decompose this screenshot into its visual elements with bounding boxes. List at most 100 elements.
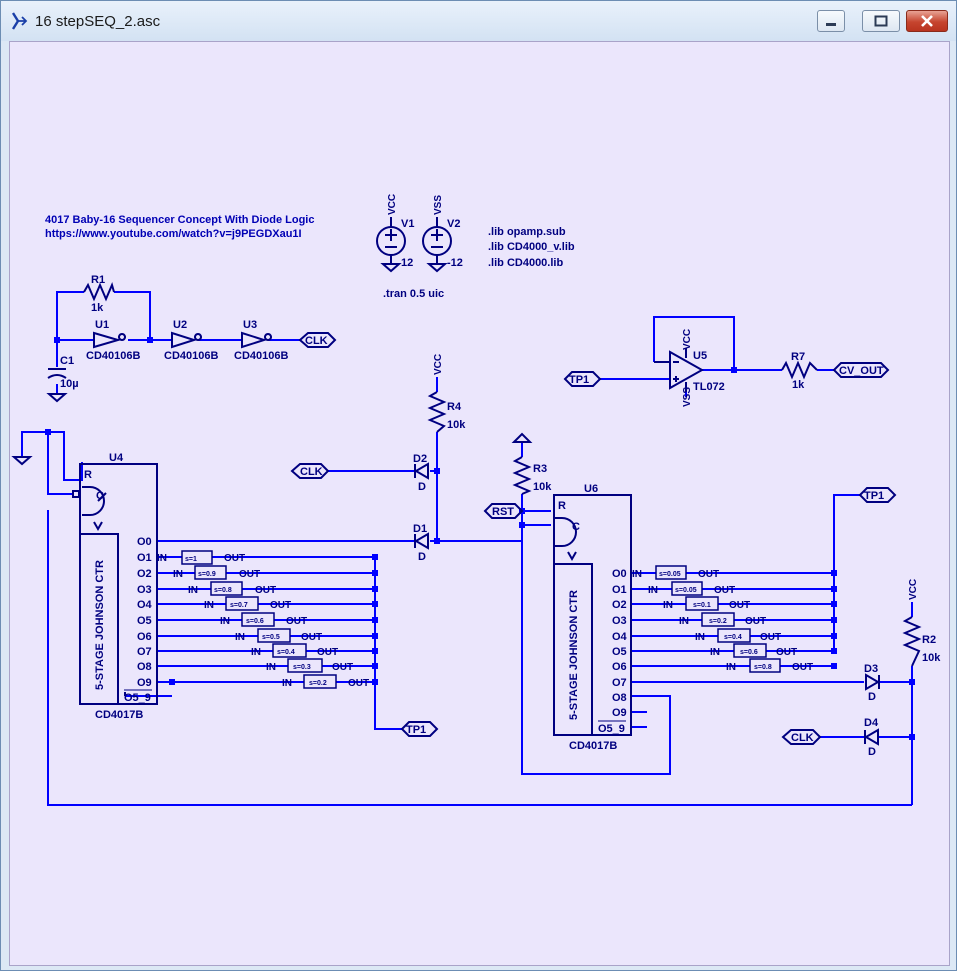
svg-text:IN: IN [632, 569, 642, 580]
ground-symbol-u4[interactable] [11, 456, 33, 466]
svg-text:IN: IN [266, 662, 276, 673]
svg-text:TP1: TP1 [864, 490, 884, 502]
voltage-source-v2[interactable] [422, 217, 452, 273]
maximize-button[interactable] [862, 10, 900, 32]
svg-text:s=0.8: s=0.8 [754, 664, 772, 671]
inverter-u3[interactable] [241, 331, 272, 349]
svg-text:s=0.4: s=0.4 [277, 649, 295, 656]
close-icon [921, 15, 933, 27]
svg-text:IN: IN [726, 662, 736, 673]
d2-ref: D2 [413, 453, 427, 465]
note-url[interactable]: https://www.youtube.com/watch?v=j9PEGDXa… [45, 228, 302, 240]
svg-text:s=0.6: s=0.6 [246, 618, 264, 625]
u1-part: CD40106B [86, 350, 140, 362]
r4-ref: R4 [447, 401, 462, 413]
d4-part: D [868, 746, 876, 758]
v2-net-label: VSS [433, 195, 444, 215]
schematic: 4017 Baby-16 Sequencer Concept With Diod… [11, 194, 941, 806]
net-flag-clk-d2[interactable]: CLK [290, 463, 330, 479]
svg-text:s=0.1: s=0.1 [693, 602, 711, 609]
voltage-source-v1[interactable] [376, 217, 406, 273]
u6-pin-o3: O3 [612, 615, 627, 627]
minimize-icon [826, 23, 836, 26]
svg-text:s=0.2: s=0.2 [309, 680, 327, 687]
pullup-arrow-r3[interactable] [511, 432, 533, 443]
note-title[interactable]: 4017 Baby-16 Sequencer Concept With Diod… [45, 214, 314, 226]
net-flag-clk-out[interactable]: CLK [298, 332, 337, 348]
schematic-canvas[interactable]: 4017 Baby-16 Sequencer Concept With Diod… [9, 41, 950, 966]
resistor-r4[interactable] [427, 391, 447, 433]
u3-part: CD40106B [234, 350, 288, 362]
counter-u6[interactable] [553, 494, 632, 736]
r1-value: 1k [91, 302, 104, 314]
u2-ref: U2 [173, 319, 187, 331]
net-flag-clk-d4[interactable]: CLK [781, 729, 822, 745]
diode-d3[interactable] [865, 673, 880, 691]
net-flag-tp1-u4[interactable]: TP1 [400, 721, 439, 737]
u6-pin-o9: O9 [612, 707, 627, 719]
r4-value: 10k [447, 419, 466, 431]
inverter-u1[interactable] [93, 331, 126, 349]
net-flag-rst[interactable]: RST [483, 503, 524, 519]
u5-ref: U5 [693, 350, 707, 362]
counter-u4[interactable] [72, 463, 158, 705]
v1-ref: V1 [401, 218, 414, 230]
title-bar[interactable]: 16 stepSEQ_2.asc [1, 1, 956, 41]
net-flag-cv-out[interactable]: CV_OUT [832, 362, 890, 378]
u4-pin-o2: O2 [137, 568, 152, 580]
u3-ref: U3 [243, 319, 257, 331]
resistor-r1[interactable] [83, 282, 115, 302]
directive-lib-cd4000v[interactable]: .lib CD4000_v.lib [488, 241, 575, 253]
resistor-r7[interactable] [781, 360, 818, 380]
u4-pin-o9: O9 [137, 677, 152, 689]
resistor-r2[interactable] [902, 616, 922, 667]
r2-vcc-label: VCC [908, 579, 919, 600]
svg-text:CLK: CLK [791, 732, 814, 744]
diode-d4[interactable] [864, 728, 879, 746]
directive-lib-cd4000[interactable]: .lib CD4000.lib [488, 257, 563, 269]
u6-body-label: 5-STAGE JOHNSON CTR [568, 590, 580, 720]
minimize-button[interactable] [817, 10, 845, 32]
resistor-r3[interactable] [512, 456, 532, 495]
r2-ref: R2 [922, 634, 936, 646]
r7-ref: R7 [791, 351, 805, 363]
capacitor-c1[interactable] [46, 368, 68, 403]
u6-pin-c: C [572, 521, 580, 533]
u4-pin-o1: O1 [137, 552, 152, 564]
diode-d1[interactable] [414, 532, 429, 550]
svg-text:OUT: OUT [729, 600, 750, 611]
d1-part: D [418, 551, 426, 563]
svg-text:IN: IN [648, 585, 658, 596]
directive-tran[interactable]: .tran 0.5 uic [383, 288, 444, 300]
inverter-u2[interactable] [171, 331, 202, 349]
close-button[interactable] [906, 10, 948, 32]
wires [21, 291, 913, 806]
net-flag-tp1-opamp[interactable]: TP1 [563, 371, 602, 387]
net-flag-tp1-u6[interactable]: TP1 [858, 487, 897, 503]
svg-text:OUT: OUT [698, 569, 719, 580]
svg-text:s=0.4: s=0.4 [724, 634, 742, 641]
opamp-u5[interactable] [654, 348, 705, 392]
svg-text:s=0.5: s=0.5 [262, 634, 280, 641]
directive-lib-opamp[interactable]: .lib opamp.sub [488, 226, 566, 238]
diode-d2[interactable] [414, 462, 429, 480]
ltspice-app-icon[interactable] [9, 11, 29, 31]
svg-text:RST: RST [492, 506, 514, 518]
